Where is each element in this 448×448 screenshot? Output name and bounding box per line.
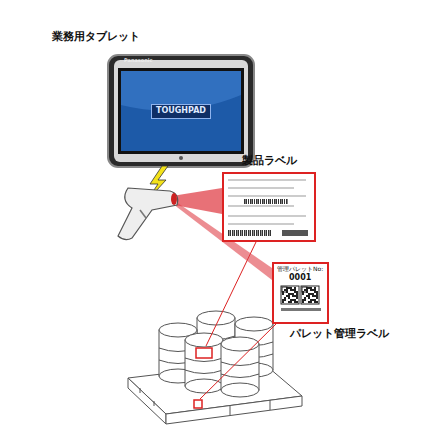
tablet-heading: 業務用タブレット (52, 31, 140, 44)
tablet (108, 55, 254, 167)
drums (159, 311, 273, 397)
pallet-label: パレット管理ラベル管理パレットNo:0001 (272, 262, 329, 324)
pallet-no-caption: 管理パレットNo: (277, 266, 323, 273)
label-heading: パレット管理ラベル (290, 328, 389, 341)
pallet-number: 0001 (289, 273, 311, 282)
brand-name: Panasonic (124, 58, 153, 64)
label-heading: 製品ラベル (242, 155, 297, 168)
screen-logo: TOUGHPAD (151, 104, 211, 119)
leader-line (200, 324, 276, 399)
scan-beam (172, 188, 222, 214)
qr-code (274, 284, 327, 314)
product-label: 製品ラベル (222, 172, 316, 242)
label-print (224, 174, 314, 240)
label-spot (194, 400, 202, 408)
barcode-scanner (118, 188, 178, 240)
